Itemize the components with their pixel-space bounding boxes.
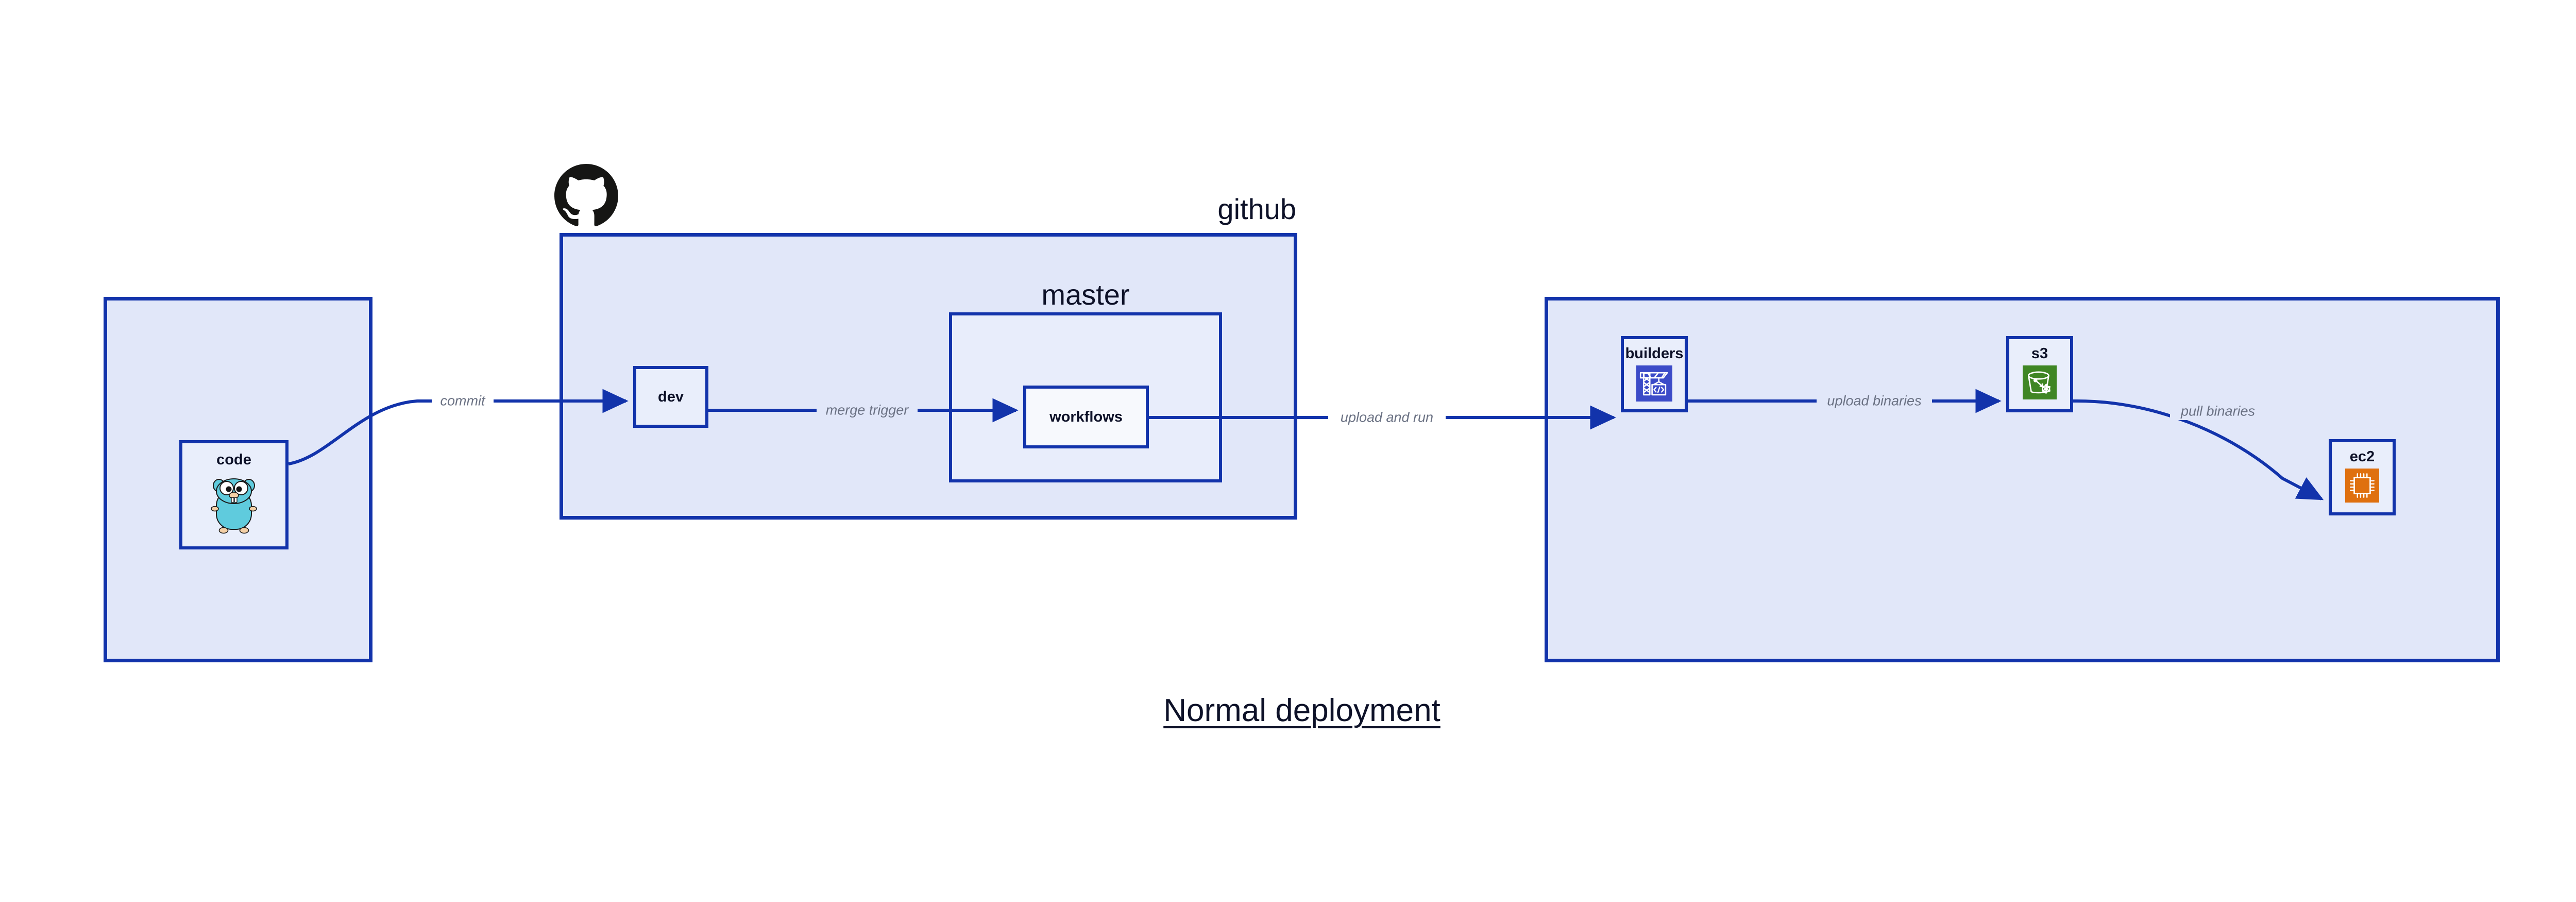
node-s3[interactable]: s3 [2006, 336, 2073, 412]
node-builders[interactable]: builders [1621, 336, 1688, 412]
diagram-title: Normal deployment [1163, 693, 1440, 728]
go-gopher-icon [211, 478, 257, 534]
node-dev[interactable]: dev [633, 366, 708, 428]
node-workflows-label: workflows [1049, 408, 1123, 425]
edge-label-commit-bg [432, 392, 494, 410]
subgroup-master[interactable] [949, 312, 1222, 482]
edge-label-pull-binaries: pull binaries [2180, 403, 2256, 419]
node-code-label: code [216, 452, 251, 468]
node-ec2-label: ec2 [2349, 448, 2375, 465]
github-octocat-icon [554, 164, 618, 226]
cpu-chip-icon [2345, 469, 2379, 503]
crane-code-icon [1636, 365, 1672, 402]
edge-label-upload-and-run: upload and run [1340, 409, 1434, 425]
node-builders-label: builders [1625, 345, 1684, 362]
edge-label-upload-binaries-bg [1817, 392, 1932, 410]
edge-label-upload-and-run-bg [1328, 409, 1446, 426]
group-label-github: github [1217, 193, 1296, 225]
node-workflows[interactable]: workflows [1023, 386, 1149, 448]
node-code[interactable]: code [179, 440, 289, 549]
node-dev-label: dev [658, 388, 684, 405]
s3-bucket-icon [2023, 365, 2057, 399]
node-ec2[interactable]: ec2 [2329, 439, 2396, 515]
edge-label-commit: commit [440, 393, 485, 409]
edge-label-merge-trigger-bg [817, 402, 918, 419]
node-s3-label: s3 [2031, 345, 2048, 362]
edge-label-merge-trigger: merge trigger [825, 402, 909, 418]
subgroup-label-master: master [1041, 278, 1130, 311]
edge-label-pull-binaries-bg [2170, 403, 2266, 420]
edge-label-upload-binaries: upload binaries [1827, 393, 1922, 409]
